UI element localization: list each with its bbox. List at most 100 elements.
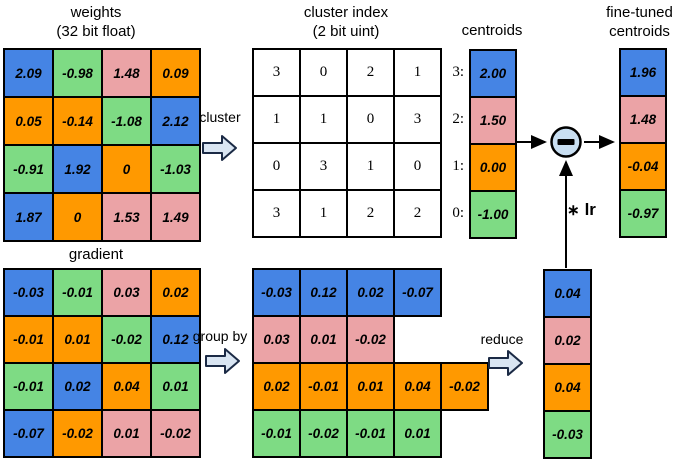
value-cell: 1.48 [102,49,151,97]
index-cell: 1 [300,190,347,237]
value-cell: 0.02 [544,317,591,364]
value-cell: -1.00 [470,191,516,238]
value-cell: 0.01 [53,316,102,363]
value-cell: 0.02 [253,363,300,410]
value-cell: -0.01 [347,410,394,457]
value-cell: -0.97 [620,190,666,237]
index-cell: 3 [300,143,347,190]
value-cell: 0.03 [253,316,300,363]
group-by-block-arrow-icon [205,348,240,374]
value-cell: 0.04 [102,363,151,410]
value-cell: 2.12 [151,97,200,145]
value-cell: 0.01 [300,316,347,363]
minus-icon [557,139,575,145]
value-cell: -0.03 [544,411,591,458]
lr-label: lr [584,200,596,219]
index-cell: 3 [253,49,300,96]
value-cell: -0.02 [102,316,151,363]
value-cell: -1.03 [151,145,200,193]
reduce-block-arrow-icon [488,350,523,376]
value-cell: 0.03 [102,269,151,316]
value-cell: 0.00 [470,144,516,191]
value-cell: -0.01 [4,316,53,363]
index-cell: 1 [394,49,441,96]
value-cell: 1.92 [53,145,102,193]
value-cell: 1.96 [620,49,666,96]
value-cell: -0.07 [394,269,441,316]
index-cell: 2 [347,190,394,237]
index-cell: 1 [347,143,394,190]
value-cell: -0.14 [53,97,102,145]
weights-title: weights (32 bit float) [0,3,192,41]
value-cell: 0.04 [544,270,591,317]
value-cell: -0.01 [300,363,347,410]
value-cell: 0.01 [394,410,441,457]
index-cell: 3 [394,96,441,143]
value-cell: 0.02 [53,363,102,410]
value-cell: 1.49 [151,193,200,241]
value-cell: 0.09 [151,49,200,97]
value-cell: 1.87 [4,193,53,241]
fine-tuned-title-line2: centroids [609,23,670,40]
gradient-title: gradient [68,246,124,263]
value-cell: 0.12 [300,269,347,316]
value-cell: -0.03 [253,269,300,316]
value-cell: -0.01 [4,363,53,410]
index-cell: 2 [394,190,441,237]
index-cell: 1 [253,96,300,143]
value-cell: 0.12 [151,316,200,363]
reduce-label: reduce [480,331,524,347]
value-cell: 1.50 [470,97,516,144]
cluster-label: cluster [199,109,241,125]
index-cell: 0 [394,143,441,190]
value-cell: -0.98 [53,49,102,97]
value-cell: -0.91 [4,145,53,193]
cluster-index-title: cluster index (2 bit uint) [250,3,442,41]
value-cell: -0.02 [300,410,347,457]
value-cell: 1.48 [620,96,666,143]
value-cell: 2.00 [470,50,516,97]
multiply-icon: ∗ [567,202,580,219]
index-cell: 3 [253,190,300,237]
value-cell: -0.02 [53,410,102,457]
value-cell: -0.07 [4,410,53,457]
index-cell: 0 [347,96,394,143]
value-cell: 0 [102,145,151,193]
value-cell: -1.08 [102,97,151,145]
minus-circle-icon [550,126,582,158]
value-cell: -0.03 [4,269,53,316]
value-cell: 0 [53,193,102,241]
value-cell: 0.01 [347,363,394,410]
cluster-index-title-line1: cluster index [303,4,389,21]
centroid-row-label-0: 0: [452,205,464,221]
value-cell: 2.09 [4,49,53,97]
fine-tuned-title-line1: fine-tuned [606,4,673,21]
value-cell: -0.02 [151,410,200,457]
value-cell: 0.02 [347,269,394,316]
value-cell: 0.01 [102,410,151,457]
cluster-block-arrow-icon [202,135,237,161]
value-cell: 0.01 [151,363,200,410]
centroid-row-label-3: 3: [452,64,464,80]
index-cell: 0 [300,49,347,96]
value-cell: 0.02 [151,269,200,316]
value-cell: 1.53 [102,193,151,241]
index-cell: 0 [253,143,300,190]
index-cell: 2 [347,49,394,96]
value-cell: -0.01 [253,410,300,457]
value-cell: -0.04 [620,143,666,190]
centroids-title: centroids [461,22,523,39]
group-by-label: group by [192,328,248,344]
centroid-row-label-2: 2: [452,111,464,127]
fine-tuned-centroids-title: fine-tuned centroids [593,3,686,41]
times-lr-label: ∗lr [567,199,637,222]
